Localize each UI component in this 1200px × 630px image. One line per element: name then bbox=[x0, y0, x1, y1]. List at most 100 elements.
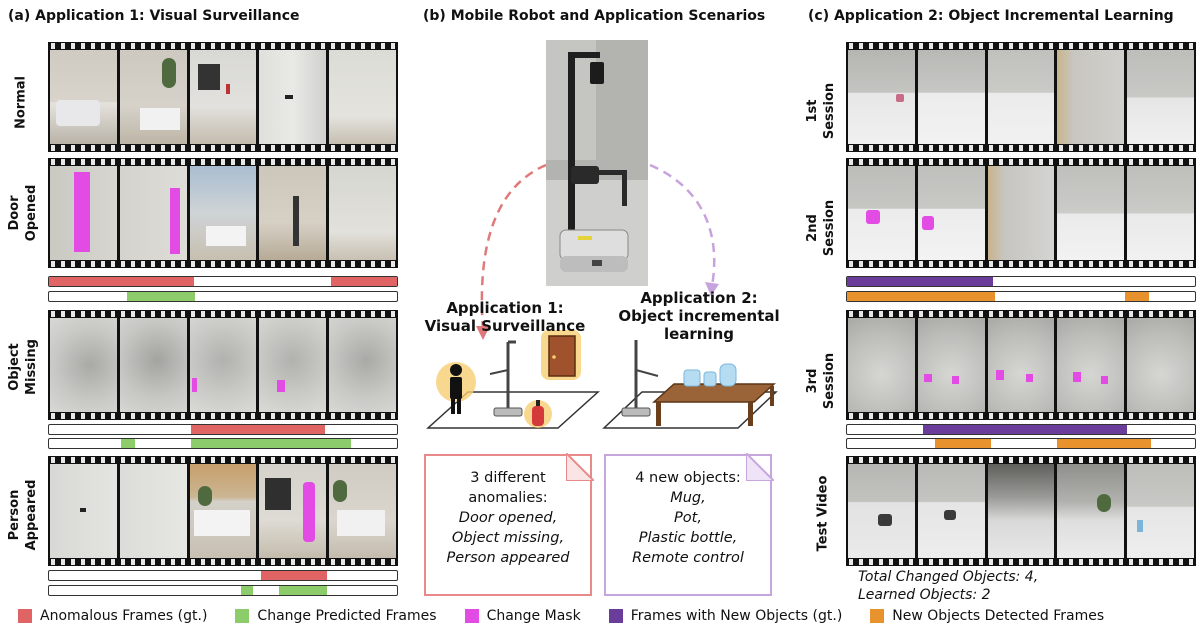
frame-image bbox=[848, 464, 915, 558]
frame-image bbox=[987, 50, 1055, 144]
segment-anomalous bbox=[261, 571, 327, 580]
panel-a-title: (a) Application 1: Visual Surveillance bbox=[8, 8, 300, 24]
legend-swatch-mask bbox=[464, 609, 479, 623]
summary-note: Total Changed Objects: 4, Learned Object… bbox=[858, 569, 1039, 603]
frame-image bbox=[259, 464, 327, 558]
frame-image bbox=[1127, 464, 1194, 558]
callout-new-objects: 4 new objects: Mug, Pot, Plastic bottle,… bbox=[604, 454, 772, 596]
panel-b-title: (b) Mobile Robot and Application Scenari… bbox=[423, 8, 766, 24]
arrow-to-app1 bbox=[480, 163, 547, 331]
legend-item: Frames with New Objects (gt.) bbox=[608, 608, 842, 624]
app1-title: Application 1:Visual Surveillance bbox=[424, 299, 586, 335]
bar-anomalous-door-opened bbox=[48, 276, 398, 287]
segment-anomalous bbox=[331, 277, 397, 286]
frame-image bbox=[119, 166, 187, 260]
frame-image bbox=[119, 50, 187, 144]
frame-image bbox=[329, 166, 396, 260]
frame-image bbox=[259, 50, 327, 144]
frame-image bbox=[189, 50, 257, 144]
film-strip-1st-session bbox=[846, 42, 1196, 152]
frame-image bbox=[848, 318, 915, 412]
segment-new-objects-gt bbox=[923, 425, 1127, 434]
segment-predicted bbox=[279, 586, 327, 595]
frame-image bbox=[848, 166, 915, 260]
frame-image bbox=[987, 166, 1055, 260]
frame-image bbox=[329, 318, 396, 412]
frame-image bbox=[329, 50, 396, 144]
film-strip-person-appeared bbox=[48, 456, 398, 566]
segment-detected bbox=[847, 292, 995, 301]
legend-item: New Objects Detected Frames bbox=[870, 608, 1104, 624]
legend-item: Change Mask bbox=[464, 608, 581, 624]
frame-image bbox=[848, 50, 915, 144]
film-strip-2nd-session bbox=[846, 158, 1196, 268]
callout-fold-corner bbox=[746, 453, 774, 481]
legend-item: Anomalous Frames (gt.) bbox=[18, 608, 207, 624]
frame-image bbox=[50, 318, 117, 412]
person-icon bbox=[450, 364, 462, 376]
row-label-normal: Normal bbox=[13, 76, 29, 129]
legend: Anomalous Frames (gt.) Change Predicted … bbox=[18, 608, 1104, 624]
bar-anomalous-object-missing bbox=[48, 424, 398, 435]
frame-image bbox=[119, 318, 187, 412]
bar-predicted-door-opened bbox=[48, 291, 398, 302]
bar-detected-3rd-session bbox=[846, 438, 1196, 449]
callout-anomalies: 3 different anomalies: Door opened, Obje… bbox=[424, 454, 592, 596]
segment-new-objects-gt bbox=[847, 277, 993, 286]
frame-image bbox=[50, 50, 117, 144]
frame-image bbox=[1127, 50, 1194, 144]
segment-detected bbox=[1125, 292, 1149, 301]
fire-extinguisher-icon bbox=[532, 406, 544, 426]
film-strip-normal bbox=[48, 42, 398, 152]
frame-image bbox=[189, 318, 257, 412]
segment-detected bbox=[935, 439, 991, 448]
film-strip-object-missing bbox=[48, 310, 398, 420]
robot-scenario-illustration bbox=[426, 40, 778, 429]
arrow-to-app2 bbox=[649, 163, 716, 287]
legend-swatch-anomalous bbox=[18, 609, 32, 623]
row-label-test-video: Test Video bbox=[815, 475, 831, 552]
frame-image bbox=[1127, 166, 1194, 260]
segment-anomalous bbox=[49, 277, 194, 286]
frame-image bbox=[987, 464, 1055, 558]
segment-predicted bbox=[121, 439, 135, 448]
frame-image bbox=[189, 464, 257, 558]
segment-predicted bbox=[127, 292, 195, 301]
frame-image bbox=[917, 318, 985, 412]
table-icon bbox=[652, 383, 776, 403]
frame-image bbox=[119, 464, 187, 558]
frame-image bbox=[1057, 464, 1125, 558]
frame-image bbox=[259, 166, 327, 260]
bar-new-objects-gt-3rd-session bbox=[846, 424, 1196, 435]
frame-image bbox=[50, 166, 117, 260]
frame-image bbox=[259, 318, 327, 412]
bottle-icon bbox=[683, 369, 701, 387]
segment-predicted bbox=[241, 586, 253, 595]
panel-c-title: (c) Application 2: Object Incremental Le… bbox=[808, 8, 1174, 24]
bar-predicted-object-missing bbox=[48, 438, 398, 449]
segment-anomalous bbox=[191, 425, 325, 434]
bar-predicted-person-appeared bbox=[48, 585, 398, 596]
film-strip-3rd-session bbox=[846, 310, 1196, 420]
segment-predicted bbox=[191, 439, 351, 448]
frame-image bbox=[917, 464, 985, 558]
frame-image bbox=[329, 464, 396, 558]
frame-image bbox=[987, 318, 1055, 412]
legend-item: Change Predicted Frames bbox=[235, 608, 437, 624]
bar-new-objects-gt-2nd-session bbox=[846, 276, 1196, 287]
callout-fold-corner bbox=[566, 453, 594, 481]
legend-swatch-predicted bbox=[235, 609, 250, 623]
bar-anomalous-person-appeared bbox=[48, 570, 398, 581]
frame-image bbox=[1057, 166, 1125, 260]
frame-image bbox=[917, 166, 985, 260]
frame-image bbox=[189, 166, 257, 260]
segment-detected bbox=[1057, 439, 1151, 448]
frame-image bbox=[1127, 318, 1194, 412]
